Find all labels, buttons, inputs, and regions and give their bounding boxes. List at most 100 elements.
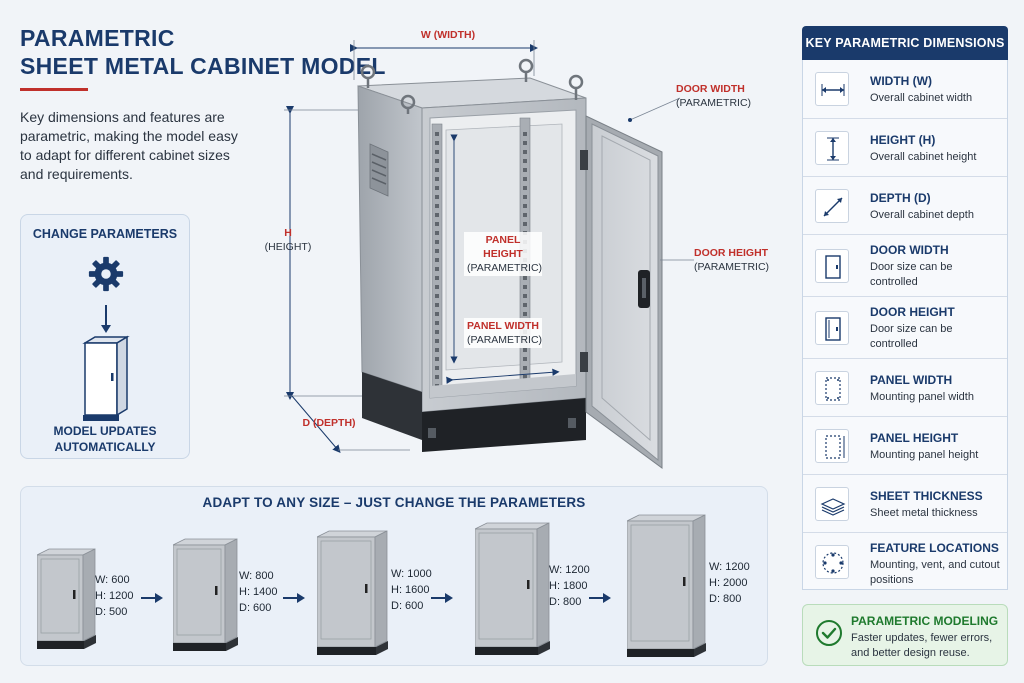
key-dim-desc: Overall cabinet height xyxy=(870,151,977,163)
depth-arrow-icon xyxy=(815,189,849,223)
panel-width-icon xyxy=(815,371,849,405)
key-dim-item: DOOR WIDTH Door size can be controlled xyxy=(803,234,1007,296)
hinge-bottom xyxy=(580,352,588,372)
cabinet-door xyxy=(591,123,659,462)
key-dim-item: WIDTH (W) Overall cabinet width xyxy=(803,60,1007,118)
key-dim-title: DOOR HEIGHT xyxy=(870,305,955,319)
width-label: W (WIDTH) xyxy=(418,28,478,42)
size-h-value: H: 1600 xyxy=(391,584,430,596)
size-d-value: D: 800 xyxy=(549,596,582,608)
panel-height-label: PANEL HEIGHT (PARAMETRIC) xyxy=(464,232,542,276)
size-variant-cabinet xyxy=(316,529,389,663)
size-h-value: H: 1400 xyxy=(239,586,278,598)
size-variant-spec: W: 800 H: 1400 D: 600 xyxy=(239,568,278,616)
size-variant-cabinet xyxy=(36,547,97,657)
sheet-layers-icon xyxy=(815,487,849,521)
vent-grille xyxy=(369,143,389,197)
key-dim-title: PANEL HEIGHT xyxy=(870,431,959,445)
hinge-top xyxy=(580,150,588,170)
size-variant-cabinet xyxy=(474,521,551,663)
key-dim-item: HEIGHT (H) Overall cabinet height xyxy=(803,118,1007,176)
cabinet-diagram: W (WIDTH) H (HEIGHT) D (DEPTH) DOOR WIDT… xyxy=(250,20,790,470)
panel-height-label-line-1: PANEL HEIGHT xyxy=(483,234,523,260)
size-d-value: D: 600 xyxy=(391,600,424,612)
size-w-value: W: 800 xyxy=(239,570,274,582)
panel-width-label: PANEL WIDTH (PARAMETRIC) xyxy=(464,318,542,348)
key-dim-title: DEPTH (D) xyxy=(870,191,931,205)
key-dim-desc: Door size can be controlled xyxy=(870,323,953,350)
right-arrow-icon xyxy=(283,591,305,603)
panel-height-label-line-2: (PARAMETRIC) xyxy=(467,262,543,274)
change-parameters-heading: CHANGE PARAMETERS xyxy=(32,227,178,241)
parametric-modeling-desc: Faster updates, fewer errors, and better… xyxy=(851,632,993,659)
key-dim-title: WIDTH (W) xyxy=(870,74,932,88)
key-dim-title: HEIGHT (H) xyxy=(870,133,936,147)
size-h-value: H: 1200 xyxy=(95,590,134,602)
depth-label: D (DEPTH) xyxy=(294,416,364,430)
right-arrow-icon xyxy=(141,591,163,603)
panel-height-icon xyxy=(815,429,849,463)
door-height-label-line-1: DOOR HEIGHT xyxy=(694,247,769,259)
door-width-label-line-2: (PARAMETRIC) xyxy=(676,97,752,109)
panel-width-label-line-1: PANEL WIDTH xyxy=(467,320,539,332)
key-dim-desc: Sheet metal thickness xyxy=(870,507,978,519)
door-width-leader xyxy=(629,97,681,121)
depth-dimension-line xyxy=(291,395,341,454)
height-label-letter: H xyxy=(284,227,292,239)
key-dim-item: PANEL WIDTH Mounting panel width xyxy=(803,358,1007,416)
size-w-value: W: 1200 xyxy=(549,564,590,576)
key-dim-item: DEPTH (D) Overall cabinet depth xyxy=(803,176,1007,234)
change-parameters-box: CHANGE PARAMETERS MODEL UPDATES AUTOMATI… xyxy=(20,214,190,459)
size-variant-spec: W: 1000 H: 1600 D: 600 xyxy=(391,566,432,614)
key-dim-desc: Overall cabinet width xyxy=(870,92,973,104)
size-variant-spec: W: 1200 H: 1800 D: 800 xyxy=(549,562,590,610)
key-dim-title: PANEL WIDTH xyxy=(870,373,953,387)
key-dim-desc: Overall cabinet depth xyxy=(870,209,974,221)
title-line-1: PARAMETRIC xyxy=(20,25,175,51)
door-handle xyxy=(638,270,650,308)
key-dim-item: PANEL HEIGHT Mounting panel height xyxy=(803,416,1007,474)
size-d-value: D: 600 xyxy=(239,602,272,614)
check-circle-icon xyxy=(816,620,842,646)
gear-icon xyxy=(88,256,124,292)
cabinet-icon xyxy=(82,335,130,421)
feature-locations-icon xyxy=(815,545,849,579)
door-height-label: DOOR HEIGHT (PARAMETRIC) xyxy=(694,246,774,274)
intro-text: Key dimensions and features are parametr… xyxy=(20,109,238,182)
size-w-value: W: 1000 xyxy=(391,568,432,580)
size-w-value: W: 600 xyxy=(95,574,130,586)
size-variant-spec: W: 600 H: 1200 D: 500 xyxy=(95,572,134,620)
plinth-side xyxy=(362,372,422,440)
height-arrow-icon xyxy=(815,131,849,165)
size-variant-cabinet xyxy=(626,513,707,665)
door-height-icon xyxy=(815,311,849,345)
key-dim-desc: Mounting panel height xyxy=(870,449,979,461)
key-dims-heading: KEY PARAMETRIC DIMENSIONS xyxy=(802,26,1008,60)
height-label-word: (HEIGHT) xyxy=(264,241,312,253)
page-title: PARAMETRIC SHEET METAL CABINET MODEL xyxy=(20,24,386,80)
size-h-value: H: 2000 xyxy=(709,577,748,589)
door-width-label-line-1: DOOR WIDTH xyxy=(676,83,745,95)
size-h-value: H: 1800 xyxy=(549,580,588,592)
key-dim-desc: Mounting panel width xyxy=(870,391,974,403)
right-arrow-icon xyxy=(589,591,611,603)
width-label-text: W (WIDTH) xyxy=(420,29,476,41)
key-dim-title: FEATURE LOCATIONS xyxy=(870,541,999,555)
key-dim-desc: Door size can be controlled xyxy=(870,261,953,288)
panel-width-dimension xyxy=(446,368,560,384)
door-width-icon xyxy=(815,249,849,283)
adapt-sizes-strip: ADAPT TO ANY SIZE – JUST CHANGE THE PARA… xyxy=(20,486,768,666)
size-d-value: D: 500 xyxy=(95,606,128,618)
model-updates-line-1: MODEL UPDATES xyxy=(53,424,157,438)
depth-label-text: D (DEPTH) xyxy=(302,417,356,429)
cabinet-side xyxy=(357,85,423,393)
eye-bolts xyxy=(360,58,584,114)
height-label: H (HEIGHT) xyxy=(250,226,326,254)
panel-width-label-line-2: (PARAMETRIC) xyxy=(467,334,543,346)
key-dim-title: DOOR WIDTH xyxy=(870,243,949,257)
right-arrow-icon xyxy=(431,591,453,603)
